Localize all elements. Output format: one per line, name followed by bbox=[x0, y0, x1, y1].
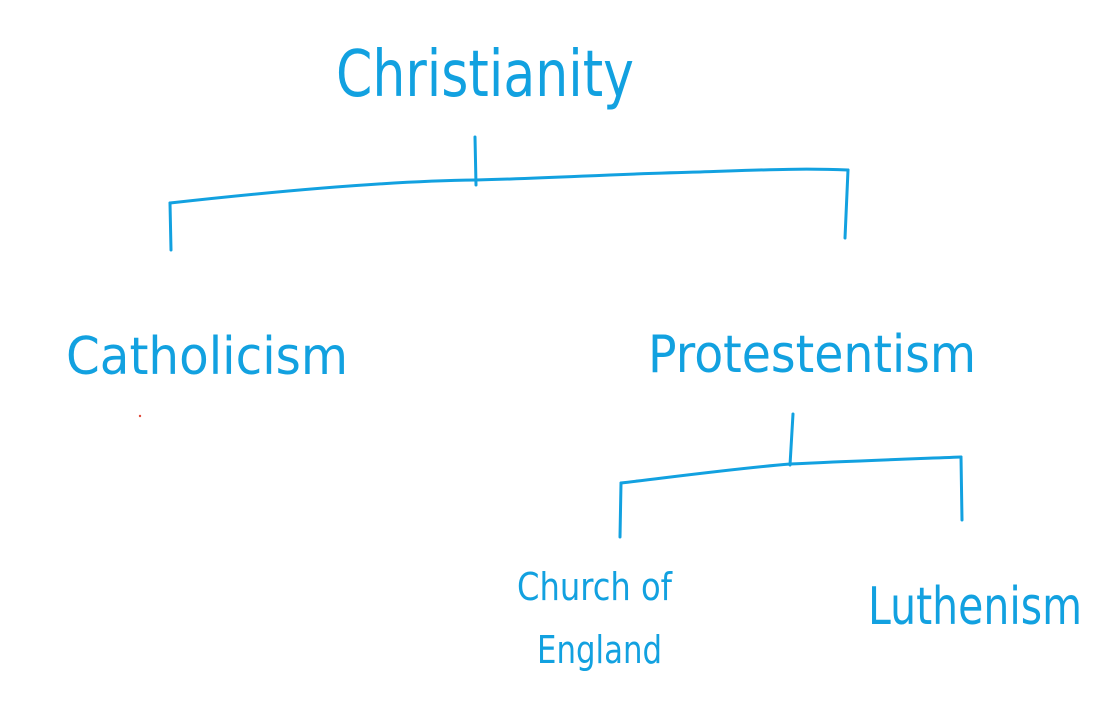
connector-to-church-of-england bbox=[618, 481, 623, 539]
connector-to-catholicism bbox=[168, 201, 173, 252]
connector-root-stem bbox=[473, 135, 478, 187]
connector-root-bar bbox=[168, 167, 850, 205]
connector-to-lutheranism bbox=[959, 455, 964, 522]
root-node-christianity: Christianity bbox=[336, 38, 634, 112]
node-protestantism: Protestentism bbox=[648, 325, 976, 385]
node-lutheranism: Luthenism bbox=[868, 577, 1082, 637]
connector-protestant-stem bbox=[788, 412, 795, 467]
connector-protestant-bar bbox=[619, 455, 963, 485]
node-church-of-england-line1: Church of bbox=[517, 565, 673, 609]
node-church-of-england-line2: England bbox=[537, 628, 662, 672]
node-catholicism: Catholicism bbox=[66, 327, 348, 387]
stray-dot bbox=[138, 414, 142, 418]
connector-to-protestantism bbox=[843, 168, 850, 240]
